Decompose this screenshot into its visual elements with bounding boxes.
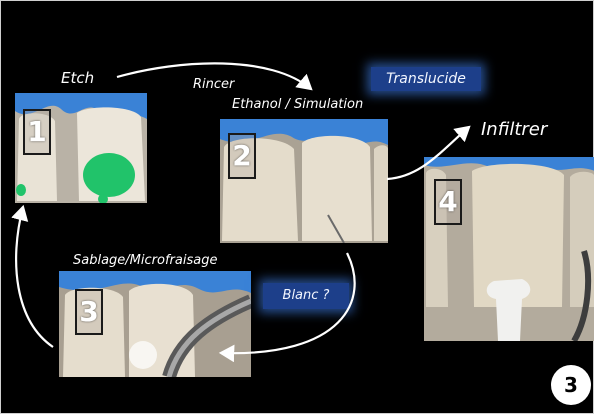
step-number-4: 4: [434, 179, 462, 225]
label-etch: Etch: [61, 69, 94, 87]
etch-gel-shape: [83, 153, 135, 197]
label-blanc: Blanc ?: [263, 283, 349, 309]
etch-gel-drop: [16, 184, 26, 196]
photo-step-4-infiltrer: 4: [424, 157, 594, 341]
tooth-shape: [374, 145, 388, 241]
figure-number-badge: 3: [551, 365, 591, 405]
photo-step-1-etch: 1: [15, 93, 147, 203]
step-number-1: 1: [23, 109, 51, 155]
photo-step-3-sablage: 3: [59, 271, 251, 377]
tooth-shape: [302, 136, 372, 241]
label-translucide: Translucide: [371, 67, 481, 91]
label-infiltrer: Infiltrer: [481, 119, 547, 140]
label-ethanol-simulation: Ethanol / Simulation: [232, 97, 363, 112]
step-number-2: 2: [228, 133, 256, 179]
arrow-sablage-to-etch: [16, 207, 53, 347]
label-sablage-microfraisage: Sablage/Microfraisage: [73, 253, 217, 268]
step-number-3: 3: [75, 289, 103, 335]
label-rincer: Rincer: [193, 77, 234, 92]
white-spot-shape: [129, 341, 157, 369]
photo-step-2-ethanol: 2: [220, 119, 388, 243]
